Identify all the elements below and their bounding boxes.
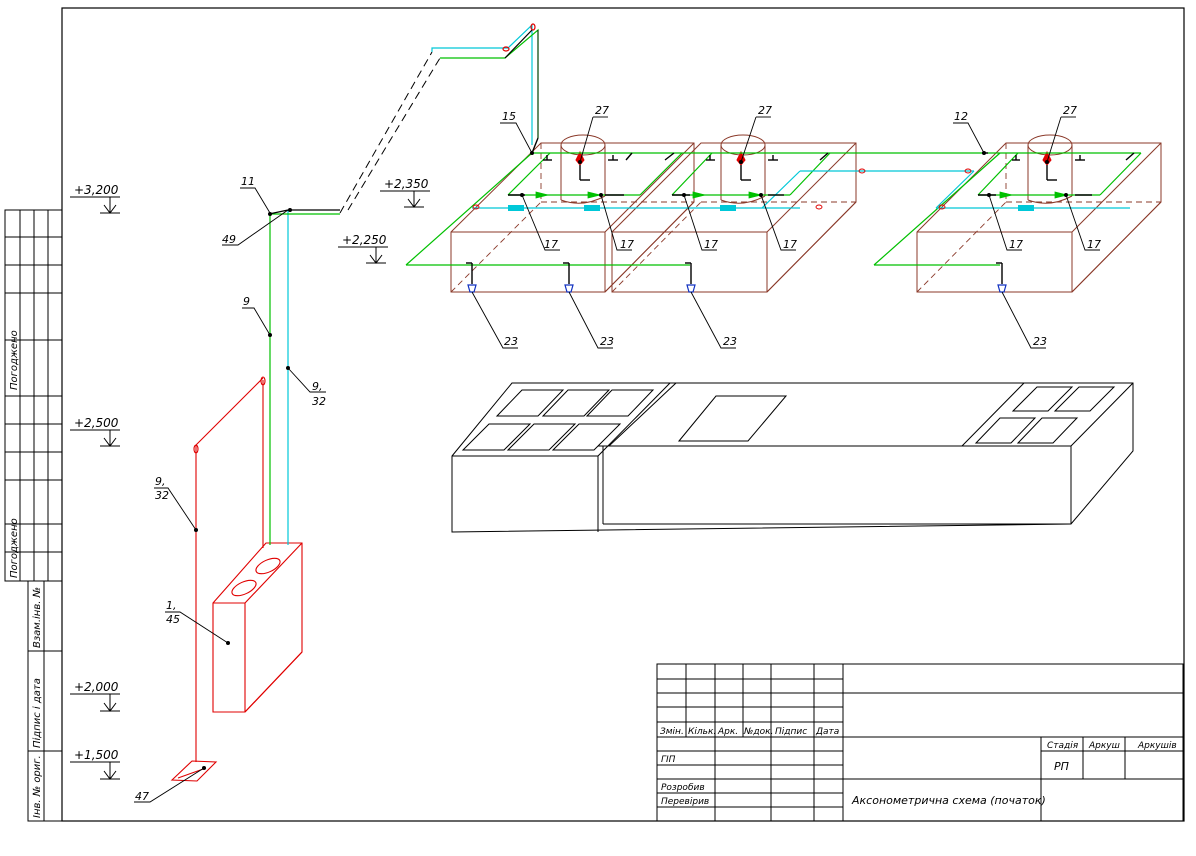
tb-arkushiv: Аркушів bbox=[1137, 741, 1177, 751]
water-heater bbox=[170, 376, 303, 782]
callout-17-b: 17 bbox=[620, 238, 634, 251]
level-2250: +2,250 bbox=[342, 233, 387, 247]
tb-header-data: Дата bbox=[815, 727, 839, 737]
cold-water-meters bbox=[508, 205, 1034, 211]
callout-9: 9 bbox=[243, 295, 250, 308]
tb-perevirv: Перевірив bbox=[661, 797, 709, 807]
callout-27-c: 27 bbox=[1063, 104, 1077, 117]
tb-header-zmin: Змін. bbox=[660, 727, 684, 737]
callout-23-a: 23 bbox=[504, 335, 518, 348]
level-1500: +1,500 bbox=[74, 748, 119, 762]
level-2500: +2,500 bbox=[74, 416, 119, 430]
callout-9-32-b-line1: 9, bbox=[155, 475, 166, 488]
level-2350: +2,350 bbox=[384, 177, 429, 191]
callout-49: 49 bbox=[222, 233, 236, 246]
side-stamp bbox=[4, 209, 63, 822]
tb-stadia: Стадія bbox=[1047, 741, 1079, 751]
tb-title: Аксонометрична схема (початок) bbox=[851, 794, 1046, 807]
risers bbox=[268, 208, 340, 545]
level-2000: +2,000 bbox=[74, 680, 119, 694]
level-3200: +3,200 bbox=[74, 183, 119, 197]
tb-header-pidpys: Підпис bbox=[775, 727, 807, 737]
callout-17-d: 17 bbox=[783, 238, 797, 251]
callout-17-e: 17 bbox=[1009, 238, 1023, 251]
level-marks bbox=[70, 190, 430, 780]
leader-dots bbox=[194, 151, 1068, 770]
callout-12: 12 bbox=[954, 110, 968, 123]
drain-valves bbox=[467, 284, 1007, 293]
callout-23-b: 23 bbox=[600, 335, 614, 348]
title-block bbox=[656, 663, 1184, 822]
side-stamp-text: Погоджено Погоджено Взам.інв. № Підпис і… bbox=[9, 330, 43, 818]
callout-23-c: 23 bbox=[723, 335, 737, 348]
faucet-bodies bbox=[560, 134, 1073, 204]
tb-arkush: Аркуш bbox=[1088, 741, 1120, 751]
callout-1-45-line2: 45 bbox=[166, 613, 180, 626]
callout-9-32-a-line2: 32 bbox=[312, 395, 326, 408]
pidpys-label: Підпис і дата bbox=[31, 678, 43, 748]
tb-stadia-value: РП bbox=[1054, 760, 1069, 773]
tb-gip: ГІП bbox=[661, 755, 676, 765]
callout-27-b: 27 bbox=[758, 104, 772, 117]
faucet-valves bbox=[575, 150, 1052, 166]
callout-27-a: 27 bbox=[595, 104, 609, 117]
inv-label: Інв. № ориг. bbox=[32, 755, 43, 818]
pogodzheno-label-1: Погоджено bbox=[9, 330, 20, 390]
leader-lines bbox=[134, 116, 1100, 803]
pipe-markers bbox=[472, 168, 972, 210]
callout-23-d: 23 bbox=[1033, 335, 1047, 348]
sink-cabinets bbox=[450, 142, 1162, 293]
callout-17-c: 17 bbox=[704, 238, 718, 251]
tb-header-kilk: Кільк. bbox=[688, 727, 716, 737]
kitchen-counter bbox=[451, 382, 1134, 533]
tb-header-ndok: №док. bbox=[743, 727, 773, 737]
callout-11: 11 bbox=[241, 175, 255, 188]
vzam-label: Взам.інв. № bbox=[31, 587, 43, 648]
hidden-edges bbox=[450, 143, 1161, 293]
callout-17-a: 17 bbox=[544, 238, 558, 251]
callout-15: 15 bbox=[502, 110, 516, 123]
dashed-pipe-route bbox=[339, 51, 441, 214]
callout-17-f: 17 bbox=[1087, 238, 1101, 251]
callout-47: 47 bbox=[135, 790, 149, 803]
callout-1-45-line1: 1, bbox=[166, 599, 177, 612]
tb-rozrobyv: Розробив bbox=[661, 783, 705, 793]
cold-water-pipes bbox=[472, 170, 1130, 209]
frame bbox=[61, 7, 1185, 822]
ceiling-pipes bbox=[431, 23, 539, 145]
pogodzheno-label-2: Погоджено bbox=[9, 518, 20, 578]
tb-header-ark: Арк. bbox=[717, 727, 738, 737]
arrow-fittings bbox=[535, 191, 1068, 199]
callout-9-32-a-line1: 9, bbox=[312, 380, 323, 393]
callout-9-32-b-line2: 32 bbox=[155, 489, 169, 502]
